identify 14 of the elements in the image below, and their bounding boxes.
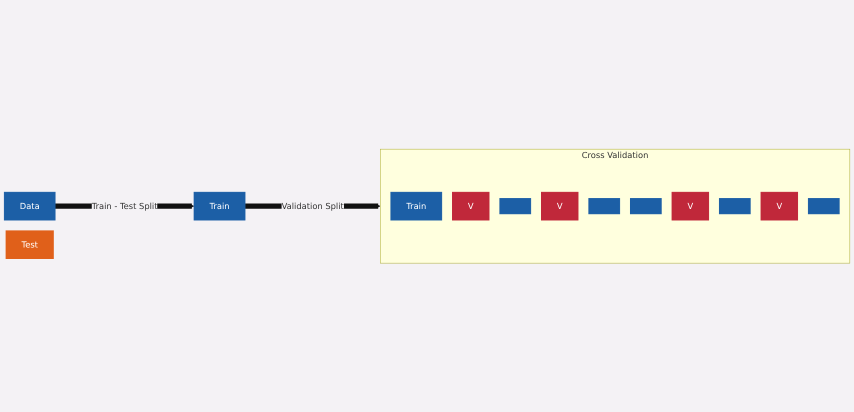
- node-bar: [499, 198, 532, 214]
- node-box: Train: [194, 192, 246, 220]
- node-box: Data: [4, 192, 56, 220]
- edge-label: Validation Split: [282, 200, 344, 211]
- node-bar: [718, 198, 751, 214]
- node-box: Train: [390, 192, 442, 220]
- node-bar: [808, 198, 840, 214]
- node-bar: [630, 198, 662, 214]
- node-box: V: [760, 192, 798, 220]
- node-bar: [588, 198, 620, 214]
- node-box: V: [452, 192, 490, 220]
- node-box: V: [672, 192, 710, 220]
- node-box: Test: [6, 230, 54, 259]
- node-box: V: [541, 192, 578, 220]
